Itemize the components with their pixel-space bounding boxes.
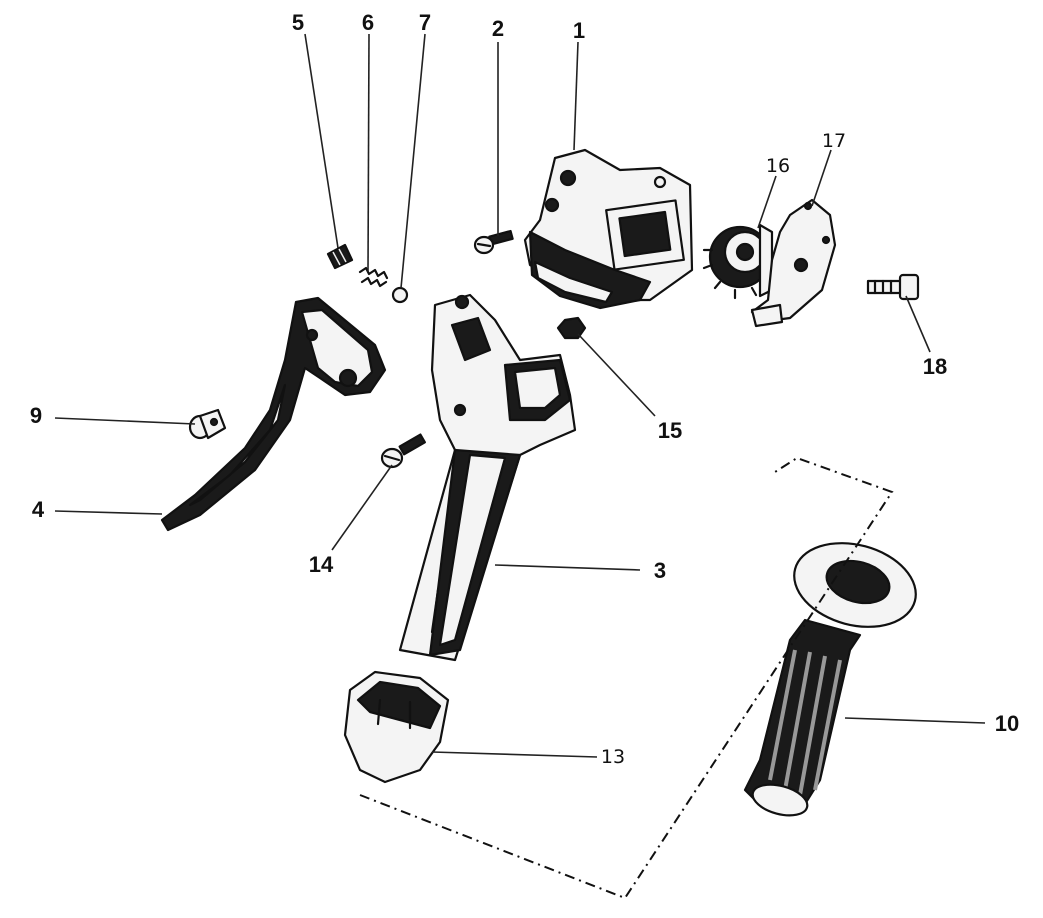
part-14-pivot-screw	[380, 433, 426, 469]
label-part-1: 1	[573, 18, 585, 43]
label-part-10: 10	[995, 711, 1019, 736]
label-part-14: 14	[309, 552, 334, 577]
label-part-9: 9	[30, 403, 42, 428]
part-6-spring	[358, 266, 389, 288]
label-part-7: 7	[419, 10, 431, 35]
label-part-15: 15	[658, 418, 682, 443]
label-part-3: 3	[654, 558, 666, 583]
part-13-end-cap	[343, 670, 450, 784]
grip-assembly-dashed-outline	[359, 456, 894, 900]
part-17-cover-plate	[750, 198, 837, 328]
label-part-18: 18	[923, 354, 947, 379]
part-16-gear	[702, 223, 774, 300]
part-18-bolt	[866, 273, 920, 301]
part-4-brake-lever	[160, 296, 387, 532]
label-part-17: 17	[822, 130, 846, 152]
part-7-ball	[391, 286, 409, 304]
label-part-2: 2	[492, 16, 504, 41]
part-5-set-screw	[326, 243, 354, 270]
label-part-6: 6	[362, 10, 374, 35]
part-3-throttle-tube	[398, 293, 577, 662]
part-labels: 5 6 7 2 1 16 17 18 15 9 4 14 3 13 10	[30, 10, 1019, 768]
label-part-5: 5	[292, 10, 304, 35]
part-1-throttle-housing	[523, 148, 694, 310]
part-10-hand-grip	[743, 542, 917, 817]
part-9-adjuster-nut	[188, 408, 227, 440]
label-part-16: 16	[766, 155, 790, 177]
label-part-4: 4	[32, 497, 45, 522]
part-15-nut	[556, 316, 587, 340]
part-2-screw	[473, 229, 514, 255]
leader-lines	[54, 33, 986, 758]
label-part-13: 13	[601, 746, 625, 768]
